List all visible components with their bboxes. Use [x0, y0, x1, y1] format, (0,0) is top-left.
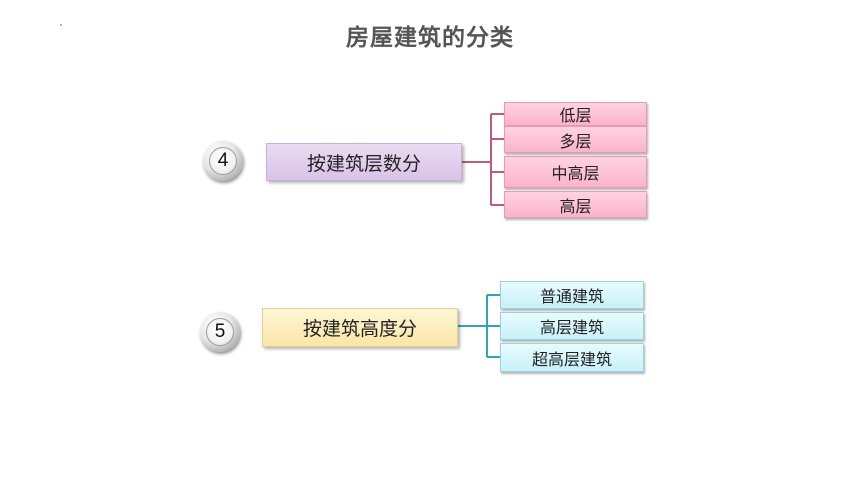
- floor-connector: [462, 113, 504, 206]
- category-by-floors: 按建筑层数分: [266, 143, 462, 181]
- page-title: 房屋建筑的分类: [346, 25, 514, 51]
- number-4: 4: [209, 147, 237, 175]
- category-by-height: 按建筑高度分: [262, 308, 458, 347]
- item-ordinary-building: 普通建筑: [500, 281, 644, 309]
- item-low-rise: 低层: [504, 102, 647, 126]
- number-badge-4: 4: [203, 141, 243, 181]
- height-connector: [458, 294, 500, 358]
- item-high-rise: 高层: [504, 191, 647, 218]
- item-multi-storey: 多层: [504, 126, 647, 153]
- number-5: 5: [206, 318, 234, 346]
- item-high-rise-building: 高层建筑: [500, 312, 644, 340]
- decorative-dot: [60, 24, 62, 26]
- item-super-high-rise-building: 超高层建筑: [500, 343, 644, 372]
- number-badge-5: 5: [200, 312, 240, 352]
- item-mid-high-rise: 中高层: [504, 156, 647, 188]
